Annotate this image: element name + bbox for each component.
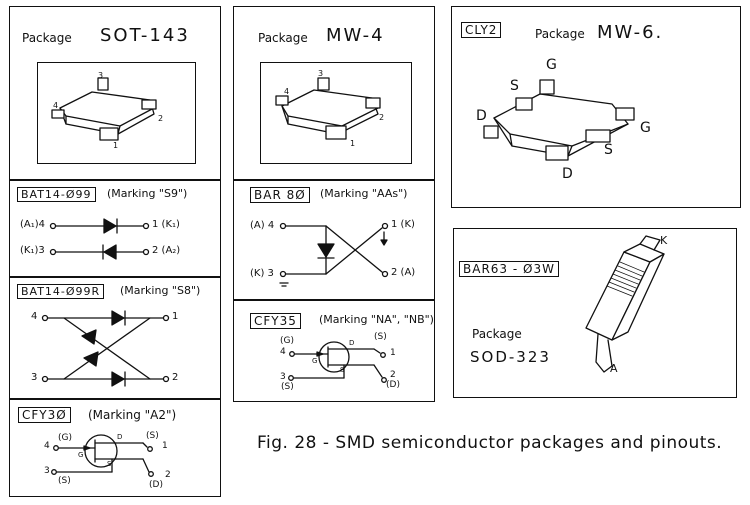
- mw4-package-name: MW-4: [326, 25, 385, 46]
- bar80-pin-k-3: (K) 3: [250, 268, 274, 279]
- cly2-package-drawing: [483, 79, 635, 161]
- mw4-pin-3: 3: [318, 69, 324, 78]
- cfy30-pin-2: 2: [165, 470, 171, 480]
- sod323-package-word: Package: [472, 327, 522, 341]
- bar80-pin-2-a: 2 (A): [391, 267, 416, 278]
- bat14-099r-pin-4: 4: [31, 311, 38, 322]
- bat14-099-pin-1-k1: 1 (K₁): [152, 219, 180, 230]
- cfy30-pin-s-paren-top: (S): [146, 431, 159, 441]
- mw4-package-drawing: [275, 77, 381, 140]
- cfy30-pin-3: 3: [44, 466, 50, 476]
- sot143-drawing-frame: [37, 62, 196, 164]
- bar80-schematic: [279, 222, 389, 287]
- cfy30-pin-g-paren: (G): [58, 433, 72, 443]
- figure-caption: Fig. 28 - SMD semiconductor packages and…: [257, 433, 723, 453]
- cly2-pin-s-right: S: [604, 142, 613, 158]
- bat14-099-pin-2-a2: 2 (A₂): [152, 245, 181, 256]
- cly2-package-word: Package: [535, 27, 585, 41]
- panel-cly2: [451, 6, 741, 208]
- cly2-pin-s-left: S: [510, 78, 519, 94]
- sod323-pin-a: A: [610, 362, 618, 375]
- bat14-099-schematic: [49, 218, 150, 260]
- panel-bat14-099: [9, 180, 221, 277]
- sod323-part-number: BAR63 - Ø3W: [459, 261, 559, 277]
- cfy30-pin-d-paren: (D): [149, 480, 163, 490]
- panel-sod323: [453, 228, 737, 398]
- cfy30-schematic: [51, 434, 154, 477]
- cly2-part-number: CLY2: [461, 22, 502, 38]
- sot143-pin-2: 2: [158, 114, 164, 123]
- bat14-099-marking: (Marking "S9"): [107, 187, 188, 200]
- sot143-package-word: Package: [22, 31, 72, 45]
- mw4-pin-4: 4: [284, 87, 290, 96]
- bat14-099r-pin-3: 3: [31, 372, 38, 383]
- bat14-099-pin-k1-3: (K₁)3: [20, 245, 45, 256]
- cfy30-pin-s-paren-bottom: (S): [58, 476, 71, 486]
- bat14-099r-part-number: BAT14-Ø99R: [17, 284, 105, 299]
- bat14-099-pin-a1-4: (A₁)4: [20, 219, 46, 230]
- bat14-099r-pin-2: 2: [172, 372, 179, 383]
- cly2-package-name: MW-6.: [597, 22, 664, 43]
- sot143-pin-3: 3: [98, 71, 104, 80]
- sot143-pin-1: 1: [113, 141, 119, 150]
- bat14-099r-schematic: [41, 310, 170, 387]
- cfy35-gate-g: G: [312, 357, 318, 365]
- mw4-pin-2: 2: [379, 113, 385, 122]
- bar80-part-number: BAR 8Ø: [250, 187, 310, 203]
- panel-cfy35: [233, 300, 435, 402]
- bat14-099r-marking: (Marking "S8"): [120, 284, 201, 297]
- sot143-package-drawing: [51, 77, 157, 141]
- cfy35-source-s: S: [340, 366, 345, 374]
- mw4-package-word: Package: [258, 31, 308, 45]
- cly2-pin-g-right: G: [640, 120, 651, 136]
- cfy35-pin-3: 3: [280, 372, 286, 382]
- cly2-pin-g-top: G: [546, 57, 557, 73]
- cfy35-drain-d: D: [349, 339, 355, 347]
- mw4-drawing-frame: [260, 62, 412, 164]
- cfy30-part-number: CFY3Ø: [18, 407, 71, 423]
- cfy35-pin-4: 4: [280, 347, 286, 357]
- cfy35-pin-g-paren: (G): [280, 336, 294, 346]
- sod323-pin-k: K: [660, 234, 668, 247]
- cfy35-pin-s-paren-top: (S): [374, 332, 387, 342]
- bat14-099r-pin-1: 1: [172, 311, 179, 322]
- bar80-pin-1-k: 1 (K): [391, 219, 415, 230]
- cfy35-marking: (Marking "NA", "NB"): [319, 313, 434, 326]
- bat14-099-part-number: BAT14-Ø99: [17, 187, 96, 202]
- panel-bar80: [233, 180, 435, 300]
- panel-bat14-099r: [9, 277, 221, 399]
- sod323-package-name: SOD-323: [470, 348, 551, 366]
- cfy35-schematic: [288, 341, 387, 383]
- cfy30-marking: (Marking "A2"): [88, 408, 177, 422]
- bar80-marking: (Marking "AAs"): [320, 187, 408, 200]
- bar80-pin-a-4: (A) 4: [250, 220, 275, 231]
- mw4-pin-1: 1: [350, 139, 356, 148]
- cfy30-drain-d: D: [117, 433, 123, 441]
- cfy35-pin-s-paren-bottom: (S): [281, 382, 294, 392]
- cfy30-pin-1: 1: [162, 441, 168, 451]
- sot143-package-name: SOT-143: [100, 25, 190, 46]
- cfy35-pin-2: 2: [390, 370, 396, 380]
- cfy35-part-number: CFY35: [250, 313, 301, 329]
- panel-mw4: [233, 6, 435, 180]
- sod323-package-drawing: [585, 235, 665, 373]
- cfy35-pin-d-paren: (D): [386, 380, 400, 390]
- cfy30-pin-4: 4: [44, 441, 50, 451]
- cfy30-source-s: S: [107, 460, 112, 468]
- sot143-pin-4: 4: [53, 101, 59, 110]
- panel-sot143: [9, 6, 221, 180]
- cfy30-gate-g: G: [78, 451, 84, 459]
- panel-cfy30: [9, 399, 221, 497]
- cfy35-pin-1: 1: [390, 348, 396, 358]
- cly2-pin-d-bottom: D: [562, 166, 573, 182]
- cly2-pin-d-left: D: [476, 108, 487, 124]
